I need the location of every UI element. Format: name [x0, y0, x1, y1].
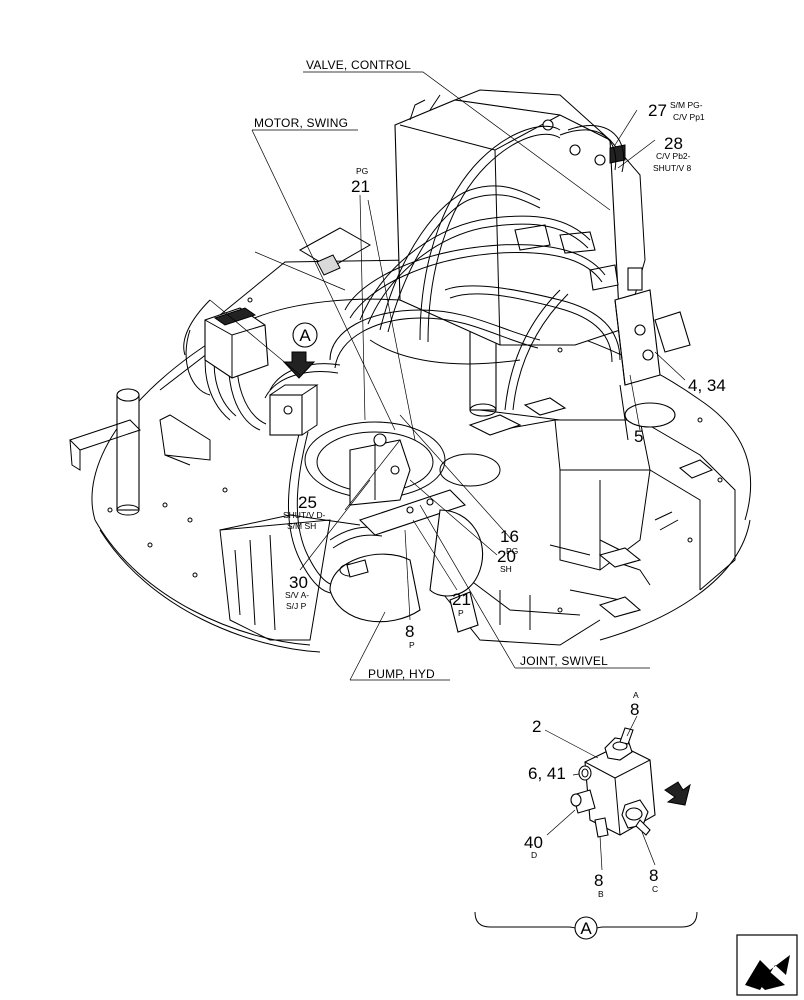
joint-swivel-label: JOINT, SWIVEL: [520, 654, 608, 668]
item-28-desc-1: C/V Pb2-: [656, 151, 691, 161]
detail-item-40-label: 40: [524, 833, 543, 852]
view-a-marker-label: A: [299, 326, 311, 345]
item-30-desc-2: S/J P: [286, 601, 307, 611]
item-21-bottom-label: 21: [452, 590, 471, 609]
item-8-pump-desc: P: [409, 640, 415, 650]
detail-a-circle: [574, 916, 598, 940]
item-27-desc-1: S/M PG-: [670, 100, 703, 110]
item-28-label: 28: [664, 134, 683, 153]
control-valve-drawing: [394, 89, 691, 441]
pump-hyd-label: PUMP, HYD: [368, 667, 435, 681]
item-28-desc-2: SHUT/V 8: [653, 163, 692, 173]
detail-item-8b-label: 8: [594, 871, 603, 890]
item-20-label: 20: [497, 547, 516, 566]
detail-a-label: A: [580, 919, 592, 938]
item-16-desc: PG: [506, 546, 518, 556]
item-20-desc: SH: [500, 564, 512, 574]
detail-item-8c-label: 8: [649, 866, 658, 885]
detail-item-8a-desc: A: [633, 690, 639, 700]
hydraulic-hoses: [183, 125, 625, 594]
item-25-desc-1: SHUT/V D-: [283, 510, 326, 520]
item-4-34-label: 4, 34: [688, 376, 726, 395]
motor-swing-label: MOTOR, SWING: [254, 116, 348, 130]
detail-item-8a-label: 8: [630, 700, 639, 719]
detail-item-8c-desc: C: [652, 884, 658, 894]
item-16-label: 16: [500, 527, 519, 546]
detail-item-40-desc: D: [531, 850, 537, 860]
item-21-top-desc: PG: [356, 166, 368, 176]
main-callouts: VALVE, CONTROL MOTOR, SWING PUMP, HYD JO…: [254, 58, 726, 681]
item-25-desc-2: S/M SH: [287, 521, 316, 531]
item-21-top-label: 21: [351, 177, 370, 196]
valve-control-label: VALVE, CONTROL: [306, 58, 411, 72]
view-a-circle: [292, 322, 318, 348]
detail-item-2-label: 2: [532, 717, 541, 736]
item-21-bottom-desc: P: [458, 608, 464, 618]
detail-item-8b-desc: B: [598, 889, 604, 899]
deck-bolt-holes: [107, 297, 723, 613]
detail-item-6-41-label: 6, 41: [528, 764, 566, 783]
down-arrow-icon: [282, 351, 316, 379]
item-30-desc-1: S/V A-: [285, 590, 309, 600]
leader-lines: [209, 71, 686, 681]
item-8-pump-label: 8: [405, 622, 414, 641]
item-27-desc-2: C/V Pp1: [673, 112, 705, 122]
view-direction-arrow-icon: [664, 781, 691, 806]
item-30-label: 30: [289, 573, 308, 592]
item-5-label: 5: [634, 427, 643, 446]
detail-view-a: 2 A 8 6, 41 40 D 8 B 8 C A: [474, 690, 698, 940]
item-27-label: 27: [648, 101, 667, 120]
item-25-label: 25: [298, 493, 317, 512]
swing-motor-drawing: A: [204, 307, 319, 436]
next-page-arrow-icon[interactable]: [736, 934, 798, 996]
